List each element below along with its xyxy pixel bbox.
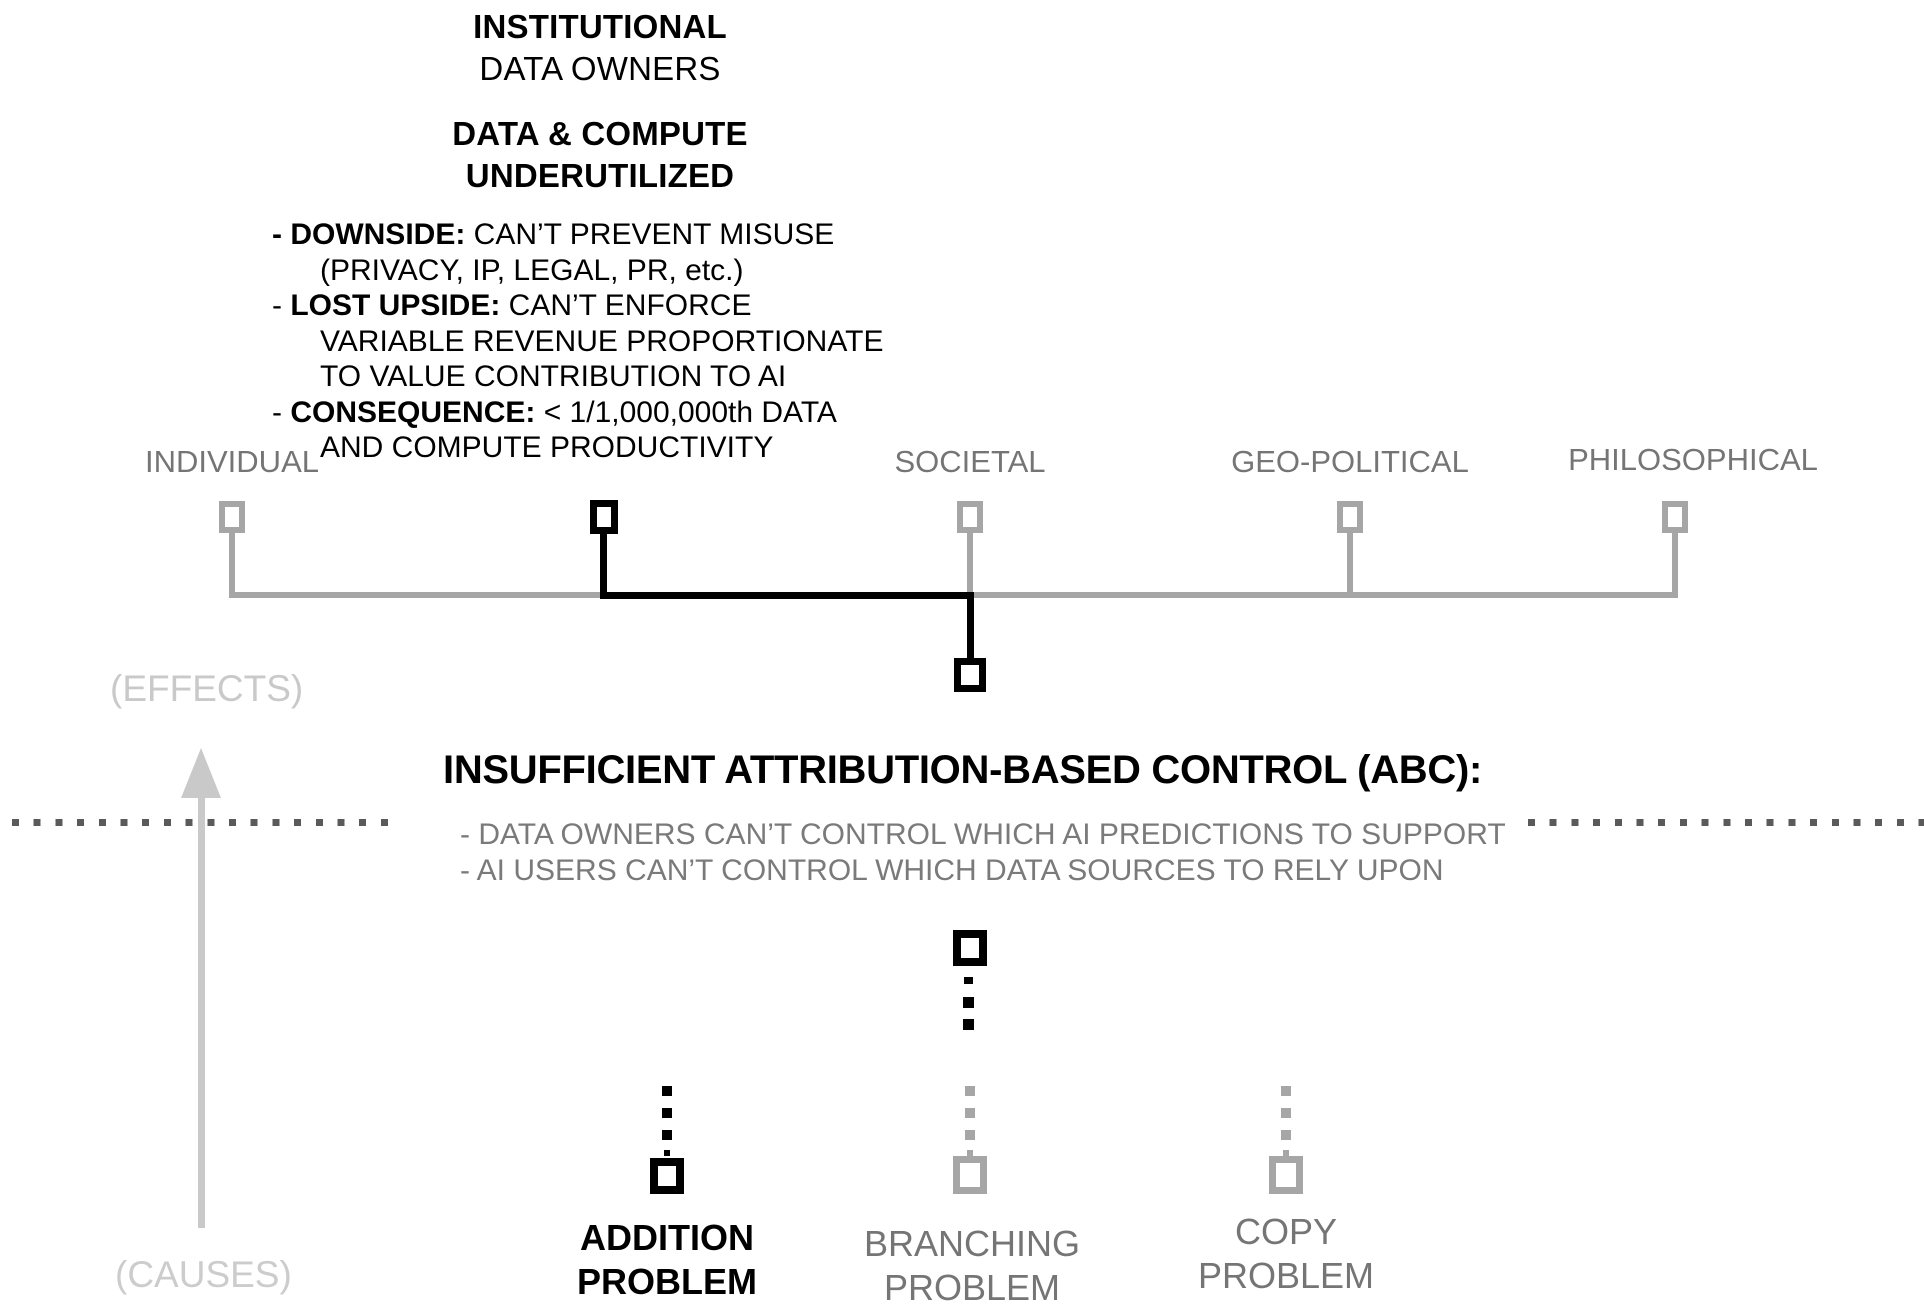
bullet-text: CAN’T PREVENT MISUSE — [465, 218, 835, 251]
bullet-consequence-detail: AND COMPUTE PRODUCTIVITY — [272, 430, 883, 466]
tree-black-horizontal — [600, 592, 974, 599]
dotted-connector-dot — [1281, 1086, 1291, 1096]
node-copy-problem — [1269, 1156, 1303, 1194]
copy-problem-label: COPY PROBLEM — [1116, 1210, 1456, 1298]
bullet-downside: - DOWNSIDE: CAN’T PREVENT MISUSE — [272, 217, 883, 253]
dotted-connector-dot — [1281, 1108, 1291, 1118]
bullet-lost-upside-detail1: VARIABLE REVENUE PROPORTIONATE — [272, 324, 883, 360]
tree-black-stub-institutional — [600, 530, 607, 598]
dotted-connector-dot — [1281, 1130, 1291, 1140]
bullet-text: AND COMPUTE PRODUCTIVITY — [320, 431, 774, 464]
node-problem-root — [953, 930, 987, 966]
tree-stub-societal — [967, 530, 973, 598]
dotted-connector-dot — [963, 1019, 974, 1030]
dotted-connector-dot — [664, 1150, 670, 1156]
abc-bullet-data-owners: - DATA OWNERS CAN’T CONTROL WHICH AI PRE… — [460, 818, 1506, 851]
tree-stub-philosophical — [1672, 530, 1678, 598]
institutional-data-owners-title: INSTITUTIONAL DATA OWNERS — [340, 6, 860, 90]
bullet-text: < 1/1,000,000th DATA — [535, 395, 837, 429]
dotted-connector-dot — [1283, 1150, 1289, 1156]
node-abc-junction — [954, 658, 986, 692]
node-addition-problem — [650, 1158, 684, 1194]
category-label-philosophical: PHILOSOPHICAL — [1568, 442, 1818, 477]
bullet-text: (PRIVACY, IP, LEGAL, PR, etc.) — [320, 253, 744, 287]
abc-heading: INSUFFICIENT ATTRIBUTION-BASED CONTROL (… — [443, 748, 1483, 792]
effects-label: (EFFECTS) — [110, 668, 304, 709]
node-philosophical — [1662, 501, 1688, 533]
bullet-bold-text: CONSEQUENCE: — [290, 395, 536, 429]
copy-problem-line1: COPY — [1234, 1211, 1338, 1252]
node-individual — [219, 501, 245, 533]
abc-bullet-list: - DATA OWNERS CAN’T CONTROL WHICH AI PRE… — [460, 817, 1506, 889]
node-branching-problem — [953, 1156, 987, 1194]
bullet-bold-text: - DOWNSIDE: — [272, 218, 466, 251]
up-arrow-shaft — [198, 795, 205, 1228]
bullet-text: VARIABLE REVENUE PROPORTIONATE — [320, 324, 884, 358]
tree-stub-geopolitical — [1347, 530, 1353, 598]
dotted-separator-right — [1528, 819, 1924, 826]
up-arrow-head — [181, 748, 221, 798]
bullet-text: - — [272, 395, 291, 429]
bullet-consequence: - CONSEQUENCE: < 1/1,000,000th DATA — [272, 395, 883, 431]
bullet-bold-text: LOST UPSIDE: — [290, 289, 501, 322]
bullet-text: CAN’T ENFORCE — [500, 289, 752, 322]
dotted-connector-dot — [963, 997, 974, 1008]
dotted-connector-dot — [662, 1108, 672, 1118]
category-label-individual: INDIVIDUAL — [145, 444, 319, 479]
causes-label: (CAUSES) — [115, 1254, 292, 1295]
bullet-text: TO VALUE CONTRIBUTION TO AI — [320, 360, 787, 393]
branching-problem-line2: PROBLEM — [883, 1267, 1061, 1304]
dotted-connector-dot — [662, 1130, 672, 1140]
bullet-text: - — [272, 289, 291, 322]
dotted-connector-dot — [965, 1108, 975, 1118]
dotted-connector-dot — [967, 1150, 973, 1156]
title-line-data-owners: DATA OWNERS — [479, 50, 721, 87]
node-societal — [957, 501, 983, 533]
node-geopolitical — [1337, 501, 1363, 533]
bullet-lost-upside: - LOST UPSIDE: CAN’T ENFORCE — [272, 288, 883, 324]
bullet-lost-upside-detail2: TO VALUE CONTRIBUTION TO AI — [272, 359, 883, 395]
title-line-underutilized: UNDERUTILIZED — [465, 157, 735, 194]
tree-stub-individual — [229, 530, 235, 598]
copy-problem-line2: PROBLEM — [1197, 1255, 1375, 1296]
title-line-institutional: INSTITUTIONAL — [473, 8, 727, 45]
dotted-connector-dot — [965, 1130, 975, 1140]
bullet-downside-detail: (PRIVACY, IP, LEGAL, PR, etc.) — [272, 253, 883, 289]
branching-problem-line1: BRANCHING — [863, 1223, 1081, 1264]
addition-problem-label: ADDITION PROBLEM — [497, 1216, 837, 1304]
addition-problem-line2: PROBLEM — [577, 1261, 757, 1302]
node-institutional — [590, 500, 618, 534]
abc-bullet-ai-users: - AI USERS CAN’T CONTROL WHICH DATA SOUR… — [460, 854, 1444, 887]
dotted-connector-dot — [662, 1086, 672, 1096]
category-label-societal: SOCIETAL — [894, 444, 1046, 479]
consequence-bullet-list: - DOWNSIDE: CAN’T PREVENT MISUSE (PRIVAC… — [272, 217, 883, 466]
addition-problem-line1: ADDITION — [580, 1217, 754, 1258]
dotted-connector-dot — [964, 977, 973, 984]
category-label-geopolitical: GEO-POLITICAL — [1231, 444, 1469, 479]
tree-black-drop — [967, 592, 974, 666]
data-compute-underutilized-title: DATA & COMPUTE UNDERUTILIZED — [340, 113, 860, 197]
dotted-connector-dot — [965, 1086, 975, 1096]
title-line-data-compute: DATA & COMPUTE — [452, 115, 748, 152]
branching-problem-label: BRANCHING PROBLEM — [802, 1222, 1142, 1304]
